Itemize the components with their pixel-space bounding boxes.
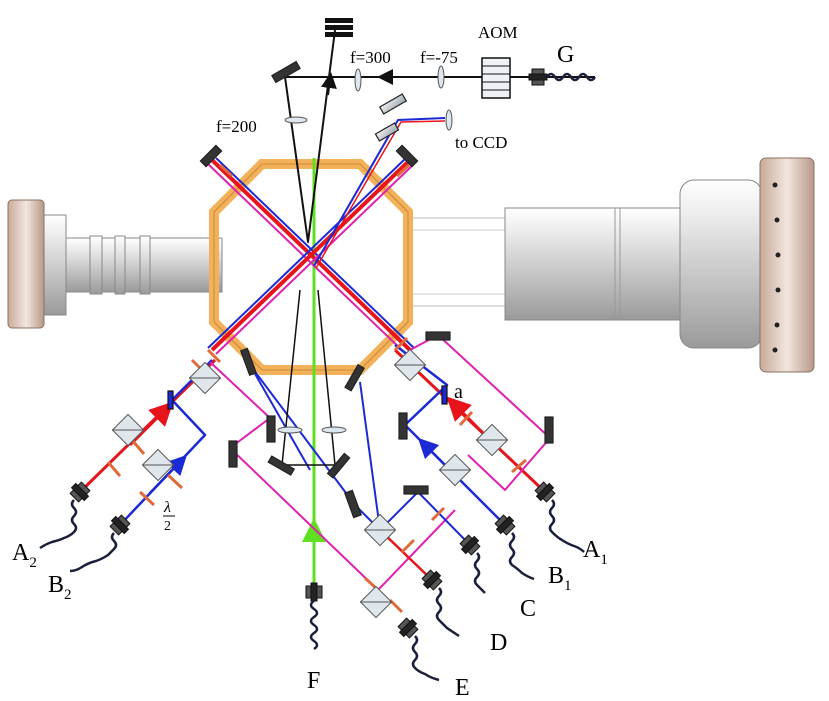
- label-f: F: [307, 668, 320, 694]
- mirror-ccd-1: [378, 93, 408, 115]
- label-b2: B2: [48, 572, 72, 603]
- mirror-top-right: [395, 144, 419, 168]
- octagon-vacuum-chamber: [209, 159, 413, 375]
- label-f300: f=300: [350, 48, 391, 67]
- lens-lower-left: [277, 426, 303, 434]
- right-vacuum-chamber-arm: [407, 157, 815, 373]
- label-aom: AOM: [478, 23, 518, 42]
- lens-ccd: [445, 109, 453, 131]
- mirror-ccd-2: [374, 122, 400, 142]
- top-optics: [277, 18, 511, 434]
- lens-lower-right: [321, 426, 347, 434]
- left-vacuum-flange: [7, 199, 223, 329]
- optical-fibers: [39, 72, 597, 682]
- mirror-b1: [398, 412, 408, 440]
- label-c: C: [520, 596, 536, 622]
- beam-sampler-a: [441, 385, 448, 405]
- label-a: a: [454, 381, 463, 403]
- mirror-lower-4: [326, 452, 351, 479]
- lens-f75: [437, 65, 445, 89]
- beam-sampler-b2: [167, 390, 174, 410]
- mirror-d: [344, 489, 362, 519]
- fiber-couplers: [69, 68, 556, 639]
- label-ccd: to CCD: [455, 133, 507, 152]
- label-d: D: [490, 630, 507, 656]
- lens-f300: [354, 68, 362, 92]
- svg-text:λ: λ: [163, 499, 171, 516]
- mirror-lower-3: [267, 455, 296, 476]
- mirror-mag-1: [266, 415, 276, 443]
- aom-icon: [481, 57, 511, 99]
- label-a1: A1: [583, 537, 608, 568]
- label-b1: B1: [548, 563, 572, 594]
- stacked-mirror-icon: [325, 18, 353, 37]
- label-a2: A2: [12, 540, 37, 571]
- label-f200: f=200: [216, 117, 257, 136]
- mirror-mag-2: [228, 440, 238, 468]
- svg-text:2: 2: [164, 519, 171, 534]
- mirrors: [167, 60, 554, 519]
- mirror-top-left: [199, 144, 223, 168]
- mirror-lower-1: [239, 347, 257, 377]
- mirror-mag-4: [544, 416, 554, 444]
- lens-f200: [284, 116, 308, 124]
- labels: AOM G f=300 f=-75 f=200 to CCD a A2 B2 A…: [12, 23, 608, 701]
- waveplates: [106, 163, 527, 614]
- label-f75: f=-75: [420, 48, 458, 67]
- mirror-mag-3: [425, 331, 451, 341]
- mirror-lower-2: [344, 363, 365, 392]
- label-e: E: [455, 675, 470, 701]
- label-g: G: [557, 42, 574, 68]
- beam-splitter-cubes: [111, 348, 509, 619]
- mirror-c: [403, 485, 429, 495]
- label-half-waveplate: λ 2: [163, 499, 175, 534]
- mirror-g-turn: [271, 60, 301, 84]
